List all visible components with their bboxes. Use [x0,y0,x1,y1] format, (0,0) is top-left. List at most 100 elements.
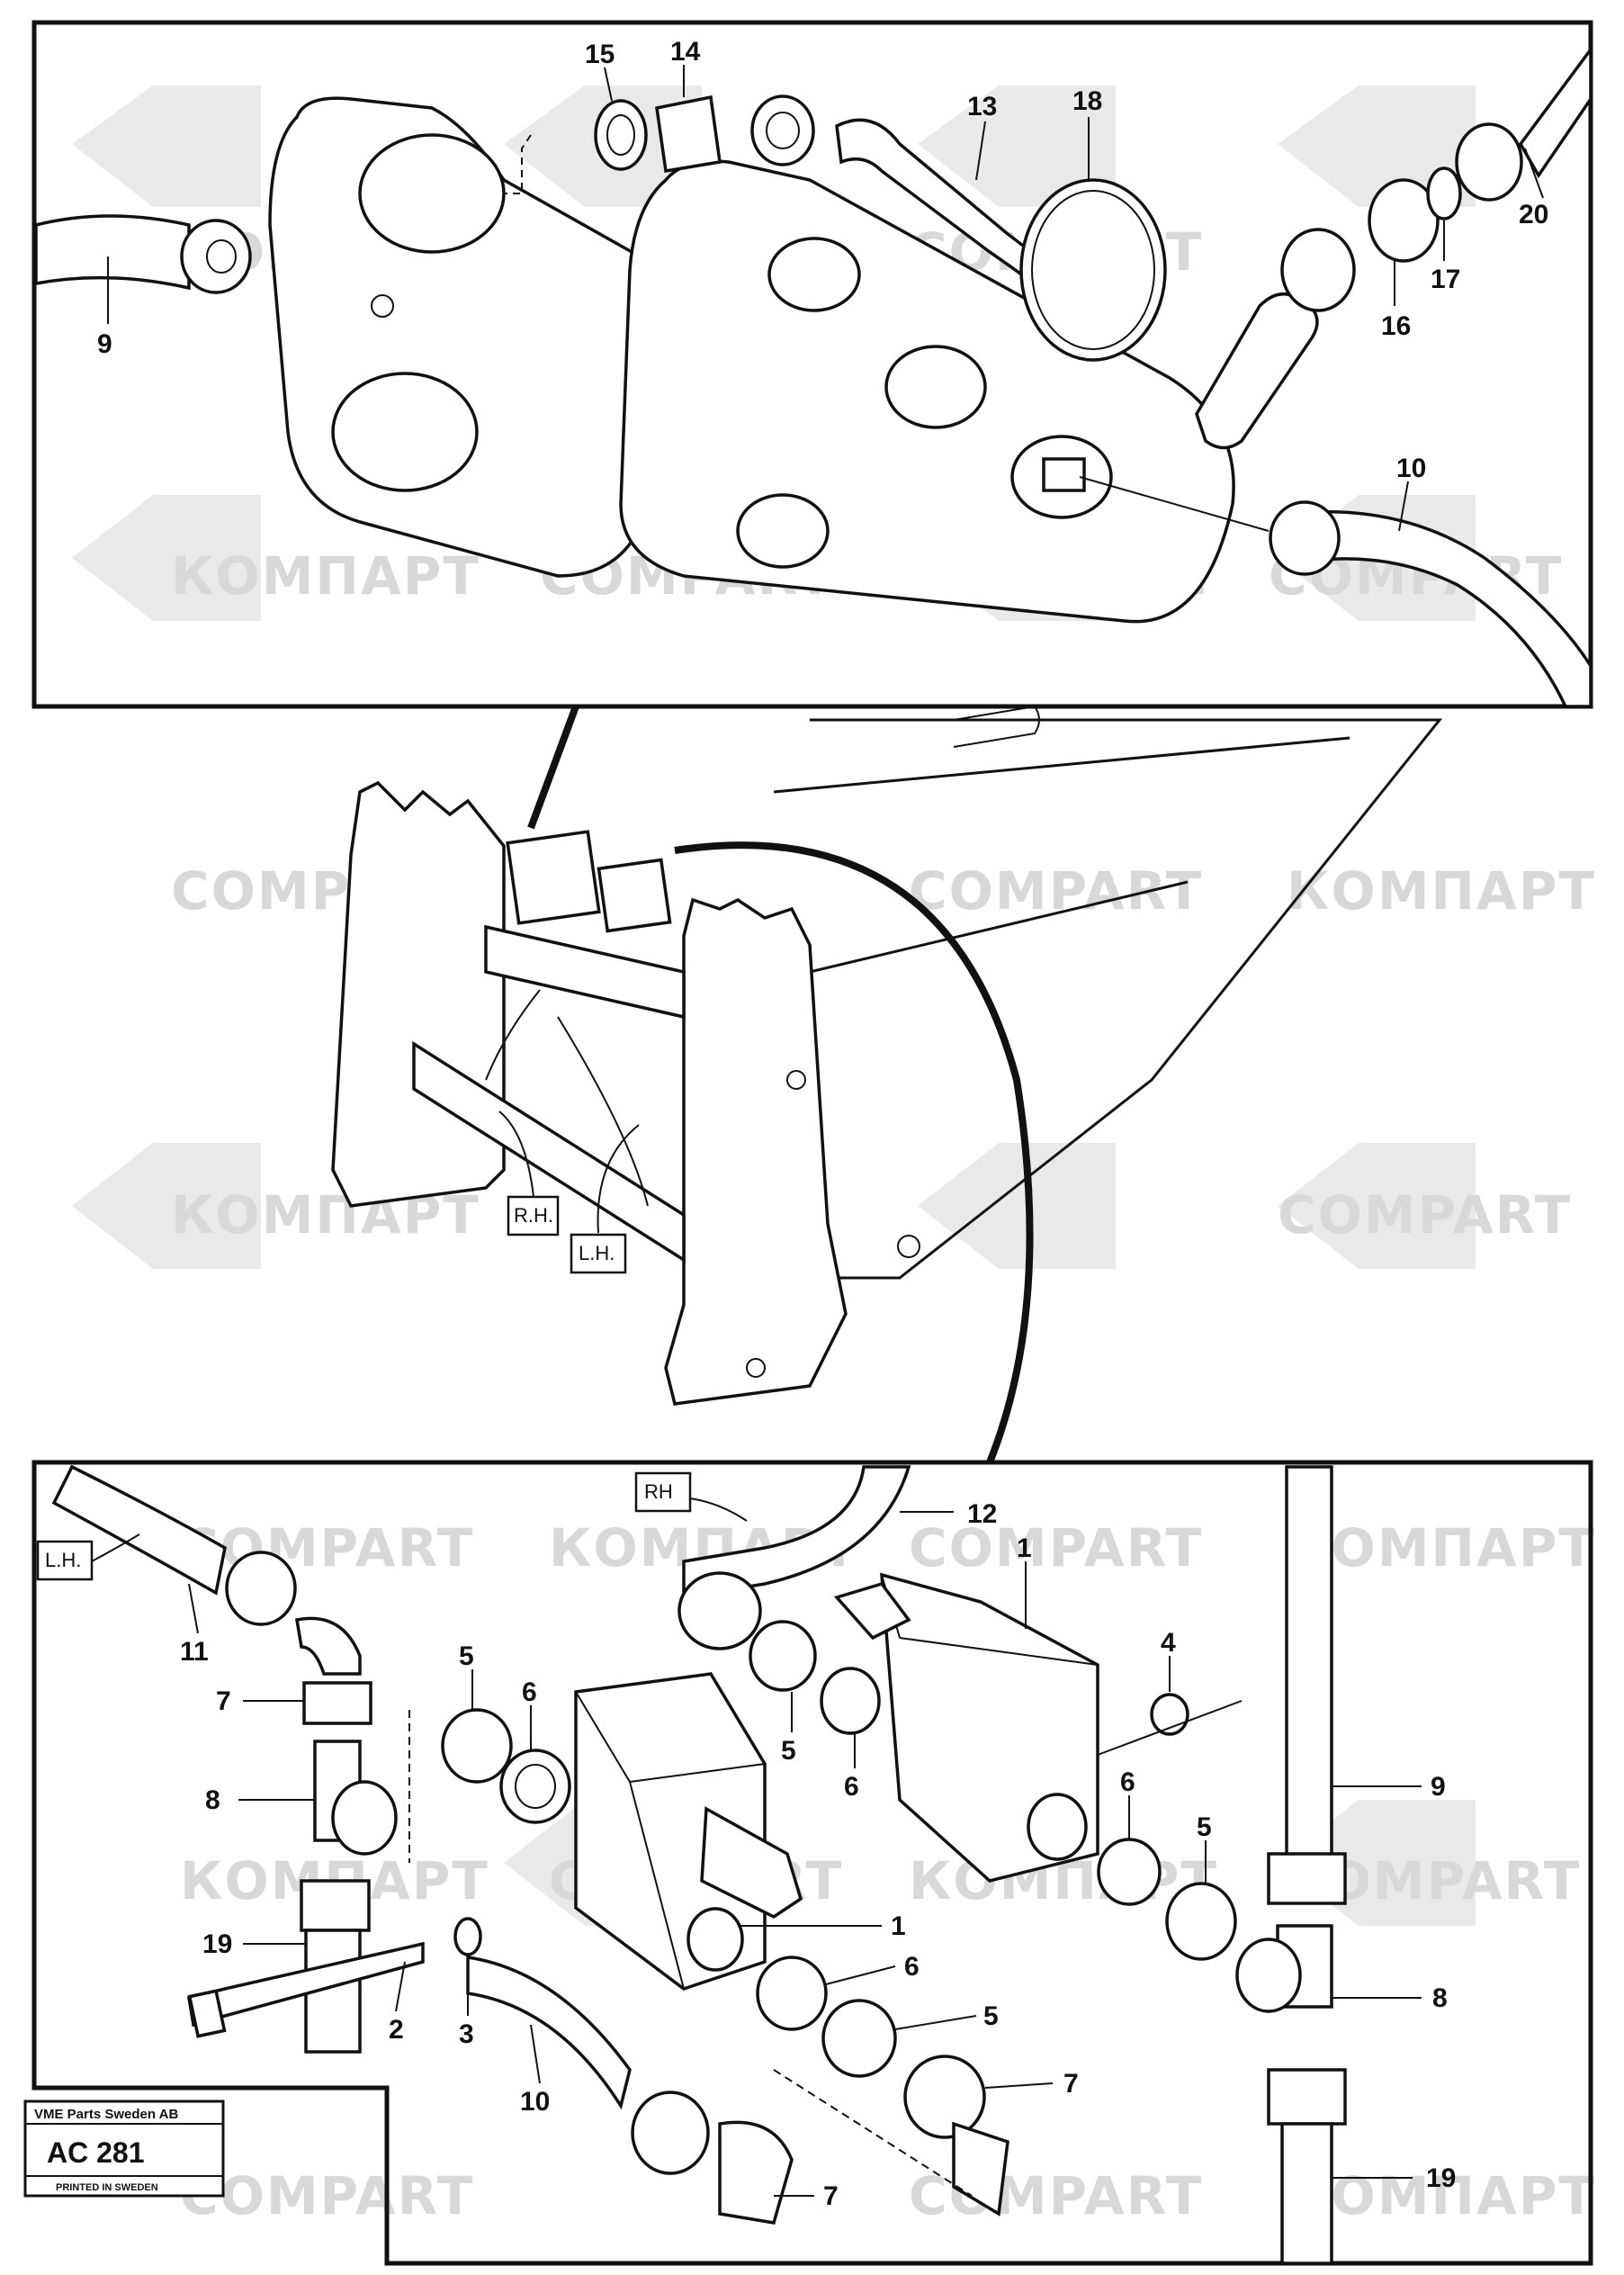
hose-11 [51,1464,227,1596]
watermark-text: COMPART [180,1517,474,1578]
bolt-2 [187,1941,425,2028]
callout-17: 17 [1431,265,1460,294]
watermark-hex [72,85,261,207]
callout-1: 1 [1017,1533,1032,1563]
callout-15: 15 [585,40,615,69]
callout-13: 13 [967,92,997,121]
leader-11 [188,1583,199,1634]
leader-13 [975,121,986,181]
title-box-printed: PRINTED IN SWEDEN [56,2182,158,2193]
title-box: VME Parts Sweden AB AC 281 PRINTED IN SW… [23,2100,225,2198]
frame-cross-bar [412,1040,686,1263]
leader-20 [1524,148,1544,199]
callout-5: 5 [459,1641,474,1671]
elbow-7-right [903,2055,986,2139]
leader-5d [894,2015,977,2030]
valve-left-port [686,1907,744,1972]
leader-10 [1398,481,1409,532]
callout-19b: 19 [1426,2163,1456,2193]
top-panel-frame [31,20,1593,709]
leader-6d [825,1965,896,1985]
top-detail-panel: 15 14 13 18 20 9 17 16 10 [31,20,1593,709]
title-box-frame [23,2100,225,2198]
plug-fitting [833,1581,911,1641]
callout-1b: 1 [891,1911,906,1941]
hose-19-right-nut [1267,2068,1347,2126]
valve-edge [899,1637,1099,1666]
elbow-11 [294,1616,362,1676]
callout-19: 19 [202,1929,232,1959]
callout-11: 11 [180,1637,209,1667]
hose-19-nut [300,1879,371,1932]
hose-10-bottom-nut [631,2091,710,2175]
callout-10b: 10 [520,2087,550,2117]
assembly-line [1079,476,1270,532]
callout-9: 9 [97,329,112,359]
nut-7-left [302,1681,372,1725]
callout-14: 14 [670,37,701,67]
valve-block-overview-2 [597,858,672,933]
tag-pointer-rh [498,1111,534,1198]
watermark-hex [1278,1143,1476,1269]
hose-10-nut [1269,500,1341,576]
leader-15 [604,67,613,102]
callout-20: 20 [1519,200,1548,229]
sealing-washer-15-inner [606,114,635,156]
tag-lh-bottom-text: L.H. [45,1549,81,1571]
quick-coupling [700,1806,803,1920]
callout-18: 18 [1072,86,1102,116]
zoom-pointer-bottom [674,841,1034,1464]
tag-lh-bottom [36,1540,94,1581]
hose-9-bottom-nut [1267,1852,1347,1905]
hydraulic-cylinder [484,924,686,1020]
bottom-detail-panel: RH L.H. 12 1 11 5 4 7 [23,1460,1593,2266]
dashed-leader-15 [504,134,532,194]
hose-9-nut-inner [206,239,237,274]
hose-nut-13 [750,94,815,166]
washer-3 [453,1917,482,1956]
o-ring-17 [1426,166,1462,220]
o-ring-18-inner [1031,190,1155,350]
hose-route-rh [485,989,541,1081]
hose-19-right [1280,2122,1333,2265]
union-5-left [441,1708,513,1784]
watermark-hex [918,1143,1116,1269]
hose-20 [1518,44,1593,179]
valve-edge [629,1781,685,1990]
tag-rh-bottom [634,1471,692,1513]
watermark-hex [72,495,261,621]
watermark-hex [72,1143,261,1269]
bottom-panel-frame [31,1460,1593,2266]
boom-cylinder-end [953,705,1040,748]
callout-16: 16 [1381,311,1411,341]
watermark-text: COMPART [180,2165,474,2226]
watermark-hex [1278,85,1476,207]
sealing-washer-15 [594,99,648,171]
valve-right-port [1027,1793,1088,1861]
frame-hole [897,1235,920,1258]
pin-lower [736,493,830,569]
hose-9-bottom [1285,1465,1333,1874]
callout-5c: 5 [1197,1812,1212,1842]
callout-5d: 5 [983,2001,999,2031]
washer-6-left-inner [515,1764,556,1809]
watermark-hex [918,85,1116,207]
callout-3: 3 [459,2019,474,2049]
tag-rh-mid [507,1195,560,1236]
boom-arm-outline [792,718,1443,1280]
callout-12: 12 [967,1499,997,1529]
hose-12 [682,1465,911,1600]
valve-edge [629,1763,766,1783]
callout-6d: 6 [904,1952,920,1982]
zoom-pointer-top [527,705,579,830]
title-box-company: VME Parts Sweden AB [34,2107,178,2122]
frame-hole [786,1070,806,1090]
callout-2: 2 [389,2015,404,2045]
watermark-text: КОМПАРТ [1287,860,1596,922]
union-5-right [1165,1882,1237,1961]
frame-hole [746,1358,766,1378]
leader-10 [530,2024,541,2084]
watermark-text: COMPART [1278,1184,1572,1245]
callout-9: 9 [1431,1772,1446,1802]
callout-6: 6 [522,1677,537,1707]
